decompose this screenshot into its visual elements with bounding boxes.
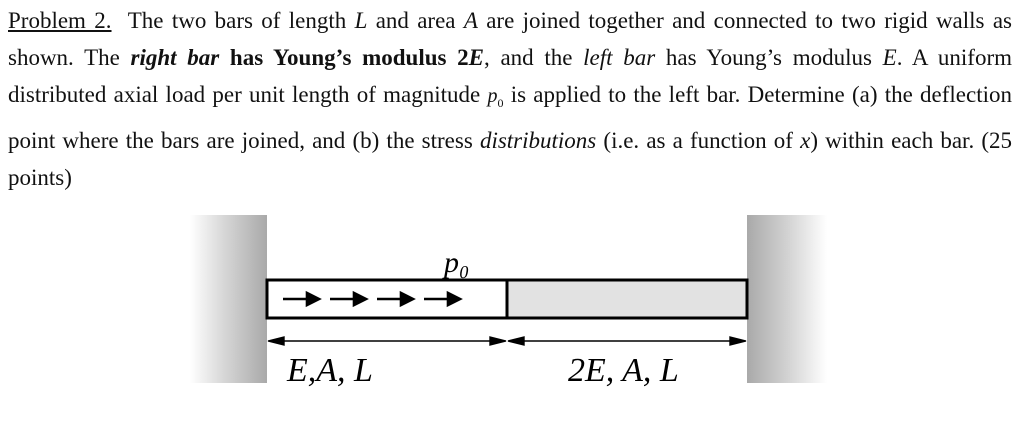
var-p-subscript: 0 [497, 96, 504, 110]
var-E-bold: E [468, 45, 484, 70]
text-segment: The two bars of length [127, 8, 355, 33]
load-label: p₀ [442, 246, 469, 279]
load-symbol: p0 [487, 85, 504, 110]
right-wall [747, 215, 827, 383]
text-segment-bold: has Young’s modulus 2 [219, 45, 469, 70]
distributions-term: distributions [479, 128, 597, 153]
var-x: x [800, 128, 811, 153]
var-L: L [354, 8, 368, 33]
left-wall [190, 215, 267, 383]
text-segment: (i.e. as a function of [596, 128, 801, 153]
text-segment: , and the [484, 45, 584, 70]
right-dimension-arrow [507, 336, 747, 346]
left-dimension-arrow [267, 336, 507, 346]
var-E: E [882, 45, 897, 70]
var-p: p [487, 85, 498, 107]
text-segment: are joined together and connected to two… [8, 8, 1012, 70]
left-bar-term: left bar [583, 45, 656, 70]
right-bar-term: right bar [130, 45, 220, 70]
text-segment: . A uniform distributed axial load per u… [8, 45, 1013, 107]
var-A: A [463, 8, 478, 33]
left-bar-label: E,A, L [286, 352, 373, 389]
text-segment: is applied to the left bar. Determine (a… [8, 82, 1013, 153]
distributed-load-arrows [283, 290, 463, 308]
right-bar [505, 278, 749, 320]
right-bar-label: 2E, A, L [568, 352, 679, 389]
problem-statement: Problem 2. The two bars of length L and … [8, 2, 1012, 196]
text-segment: ) within each bar. (25 points) [8, 128, 1013, 190]
text-segment: and area [367, 8, 464, 33]
text-segment: has Young’s modulus [655, 45, 883, 70]
problem-heading: Problem 2. [8, 8, 112, 33]
